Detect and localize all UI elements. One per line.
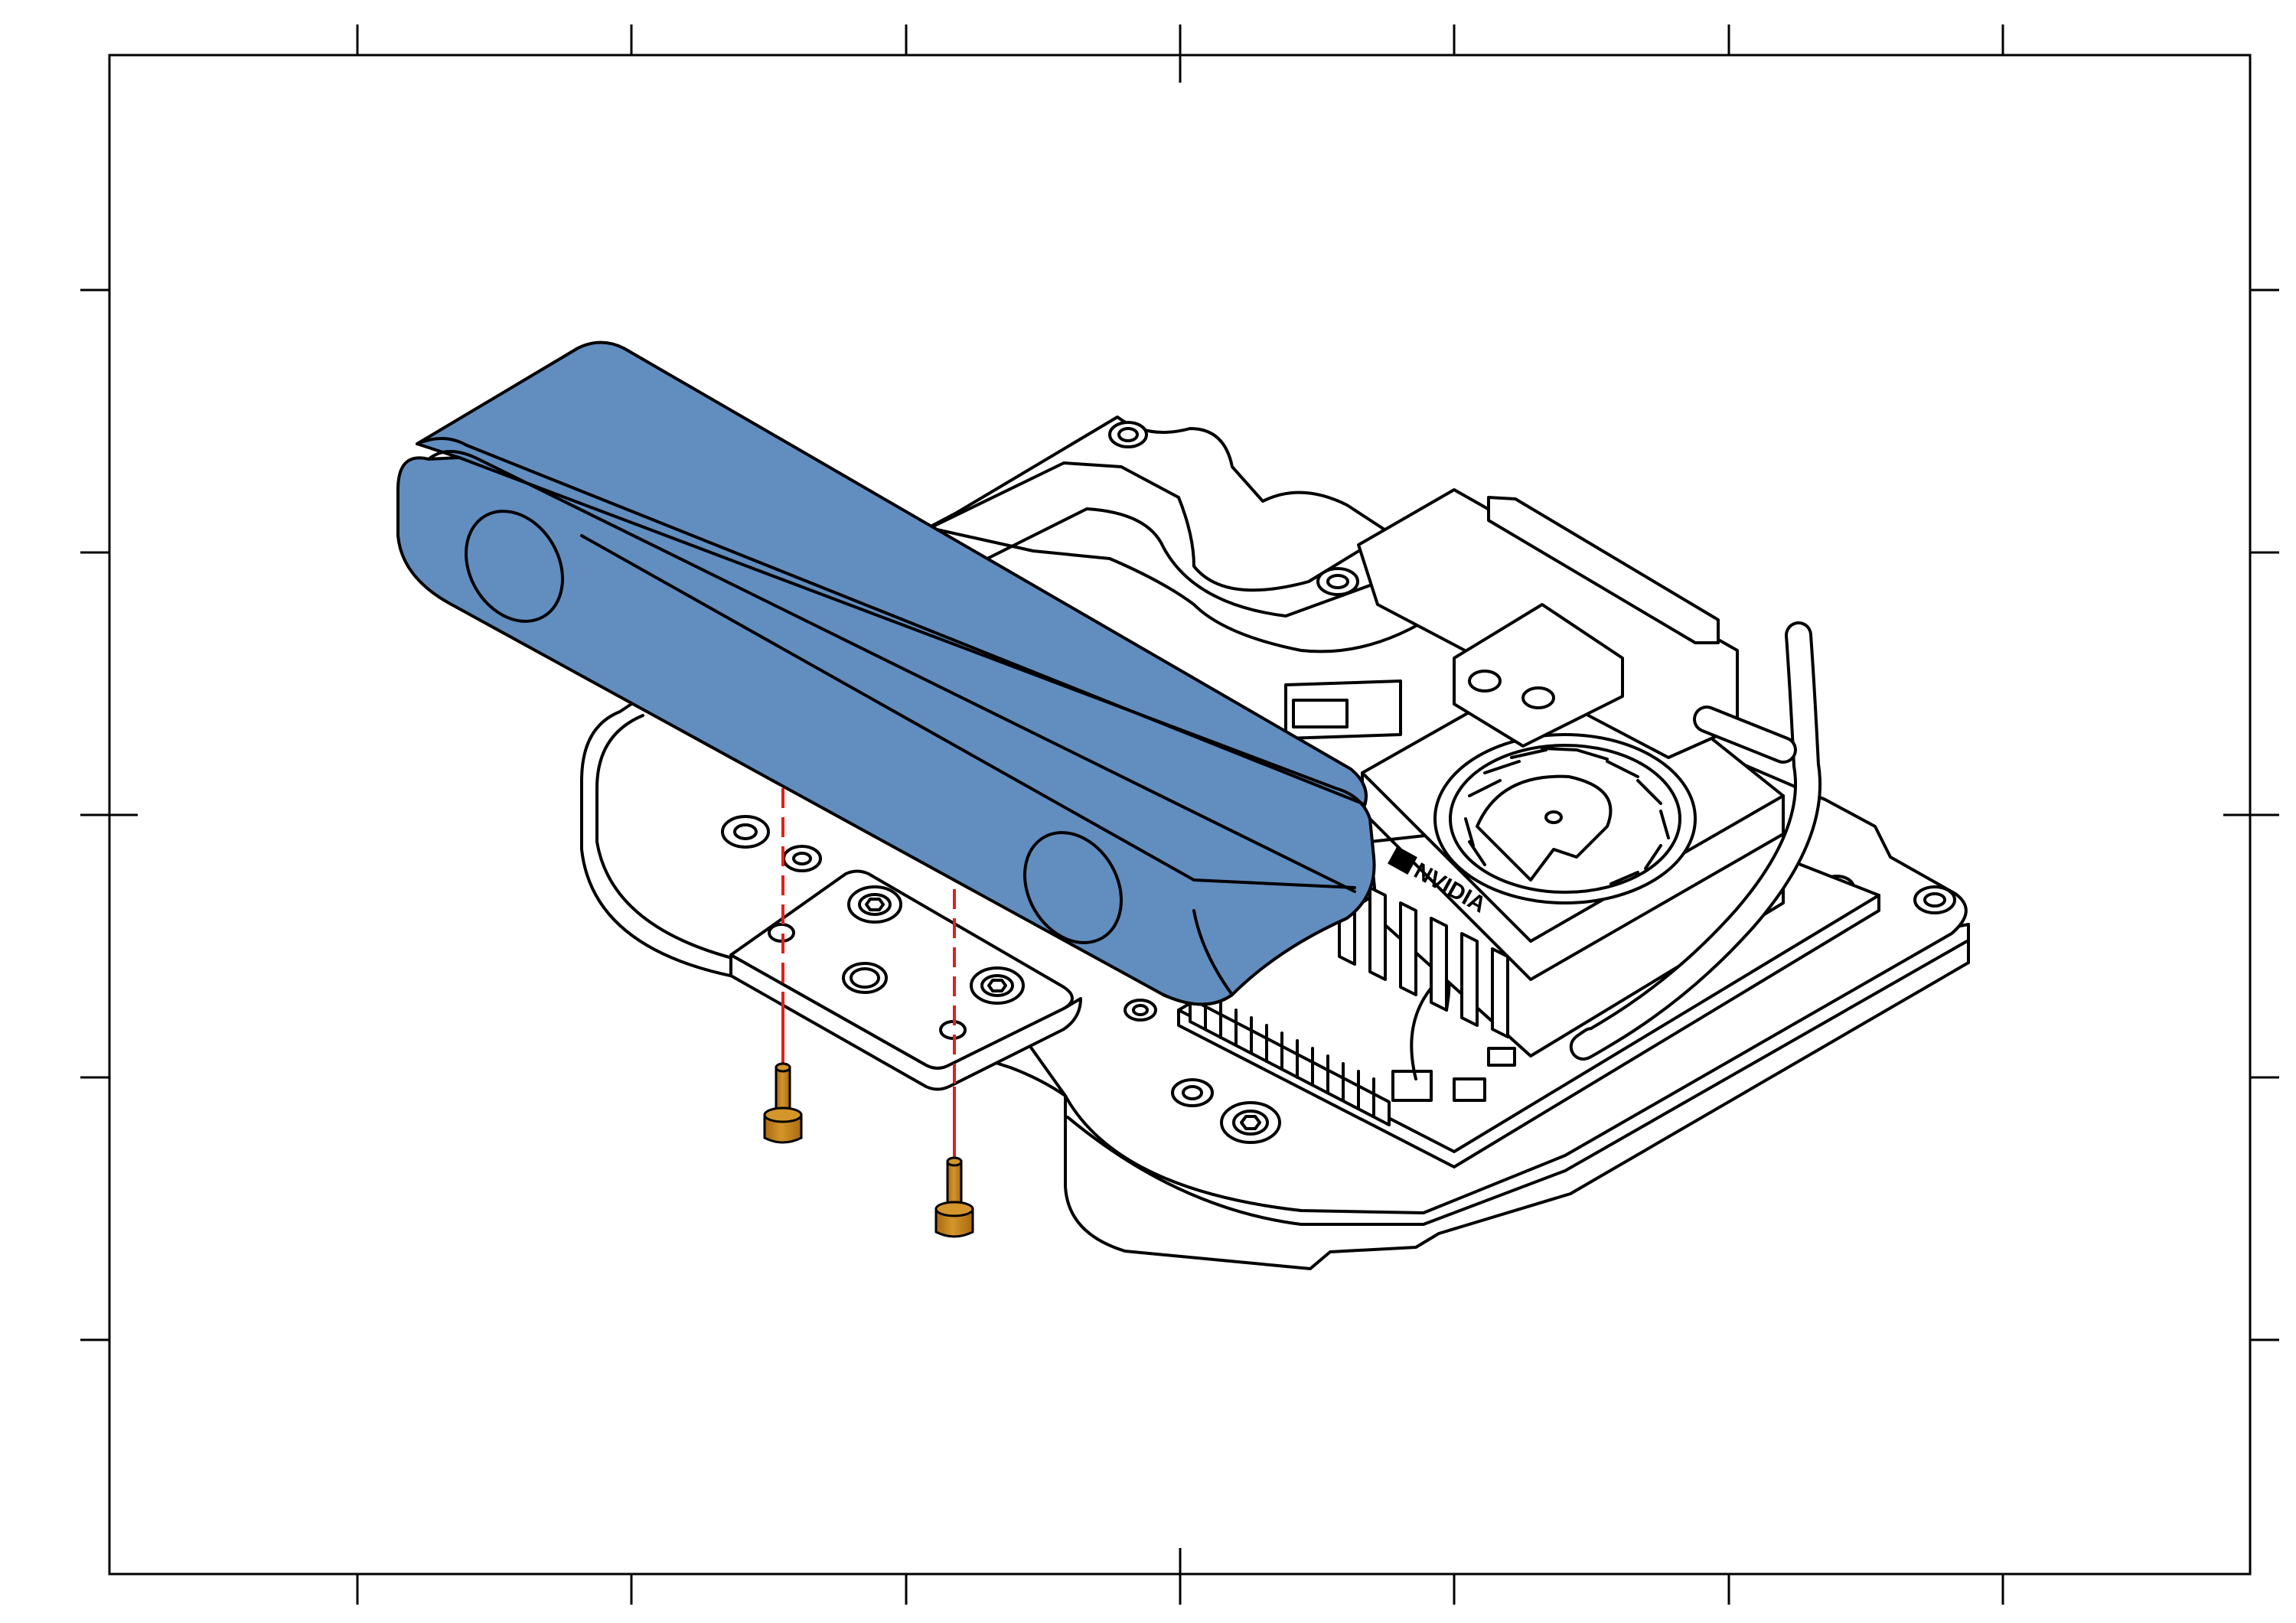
fan-icon [1433,733,1697,904]
plate-left-pad [595,714,759,966]
housing-port [1292,699,1349,728]
screw-icon [934,1156,974,1238]
bracket-hole-through-2 [842,962,888,994]
cable-icon [1569,621,1822,1061]
plate-upper-cutout [928,461,1479,653]
mount-hole-right [1913,885,1956,914]
camera-mount-bracket [729,869,1082,1091]
stereo-camera-icon [396,341,1376,1006]
small-connector [1453,1077,1486,1102]
camera-front-seam [580,534,1356,889]
top-connector-housing [1284,488,1739,759]
bracket-hole-2 [1521,686,1555,709]
connector-block [1391,1070,1433,1102]
camera-front-face [396,456,1376,1006]
plate-lower-edge [794,940,1968,1226]
pin-header [1189,993,1391,1126]
bracket-socket-screw-1 [847,885,902,924]
mount-hole-bottom [1171,1078,1214,1107]
small-chip [1487,1047,1516,1067]
lens-right-icon [1023,831,1123,944]
socket-screw-bottom [1220,1101,1281,1144]
standoff-hole-1 [1124,999,1157,1022]
cable-stub-fill [1696,709,1794,761]
mount-hole-top [1108,421,1148,448]
fan-hub [1476,774,1613,882]
screw-icon [763,1062,803,1144]
plate-upper-cutout-inner [986,507,1433,618]
housing-lid [1487,496,1720,644]
frame-tick-marks [80,24,2279,1605]
bracket-hole-1 [1468,670,1502,693]
housing-bracket [1453,603,1624,748]
drawing-frame [80,24,2279,1605]
mount-hole-left [721,815,770,849]
mount-hole-left-2 [782,845,822,872]
camera-end-cap [1162,909,1234,1006]
leader-lines [781,788,956,1163]
carrier-board-edge [1177,894,1880,1168]
bracket-socket-screw-2 [970,966,1025,1005]
lens-left-icon [465,510,564,623]
mount-hole-upper [1316,567,1359,596]
bracket-side [729,953,1082,1091]
cable-fill [1572,624,1819,1058]
camera-bevel [416,436,1364,893]
